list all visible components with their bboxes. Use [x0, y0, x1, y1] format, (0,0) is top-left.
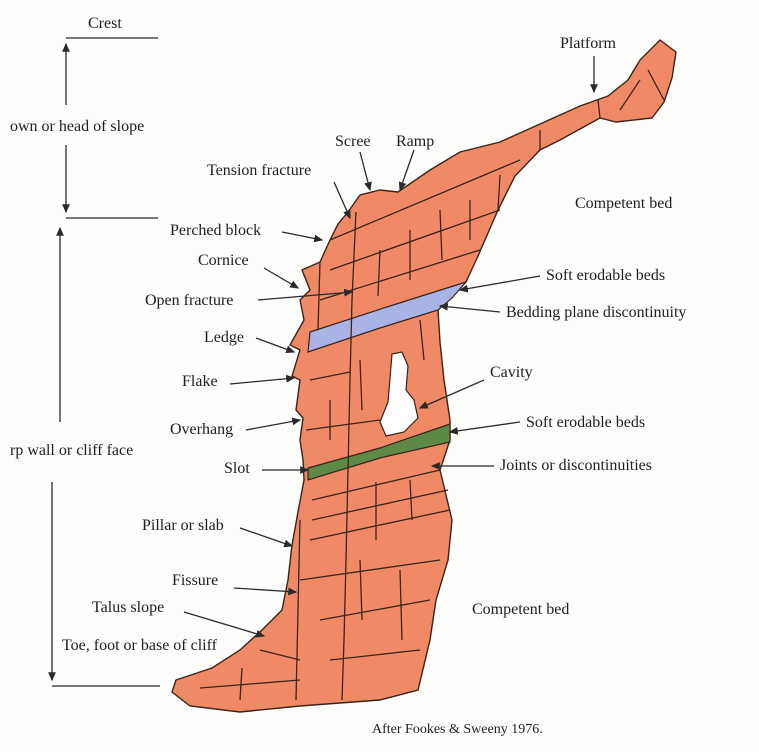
- label-cornice: Cornice: [198, 252, 249, 269]
- label-ledge: Ledge: [204, 329, 244, 346]
- figure-credit: After Fookes & Sweeny 1976.: [372, 722, 543, 737]
- label-bedding-plane: Bedding plane discontinuity: [506, 304, 686, 321]
- label-scree: Scree: [335, 133, 371, 150]
- label-ramp: Ramp: [396, 133, 434, 150]
- zone-crest-label: Crest: [88, 15, 122, 32]
- label-talus: Talus slope: [92, 599, 164, 616]
- label-competent-bed-upper: Competent bed: [575, 195, 672, 212]
- label-open-fracture: Open fracture: [145, 292, 233, 309]
- label-tension-fracture: Tension fracture: [207, 162, 311, 179]
- label-pillar: Pillar or slab: [142, 517, 224, 534]
- label-flake: Flake: [182, 373, 218, 390]
- label-perched-block: Perched block: [170, 222, 261, 239]
- label-competent-bed-lower: Competent bed: [472, 601, 569, 618]
- zone-cliff-face-label: rp wall or cliff face: [10, 442, 133, 459]
- zone-brackets: [52, 38, 160, 686]
- zone-crown-label: own or head of slope: [10, 118, 144, 135]
- label-cavity: Cavity: [490, 364, 533, 381]
- label-platform: Platform: [560, 35, 617, 52]
- label-overhang: Overhang: [170, 421, 233, 438]
- label-toe: Toe, foot or base of cliff: [62, 637, 218, 654]
- label-joints: Joints or discontinuities: [500, 457, 652, 474]
- label-soft-beds-lower: Soft erodable beds: [526, 414, 645, 431]
- label-fissure: Fissure: [172, 572, 218, 589]
- label-soft-beds-upper: Soft erodable beds: [546, 267, 665, 284]
- label-slot: Slot: [224, 460, 250, 477]
